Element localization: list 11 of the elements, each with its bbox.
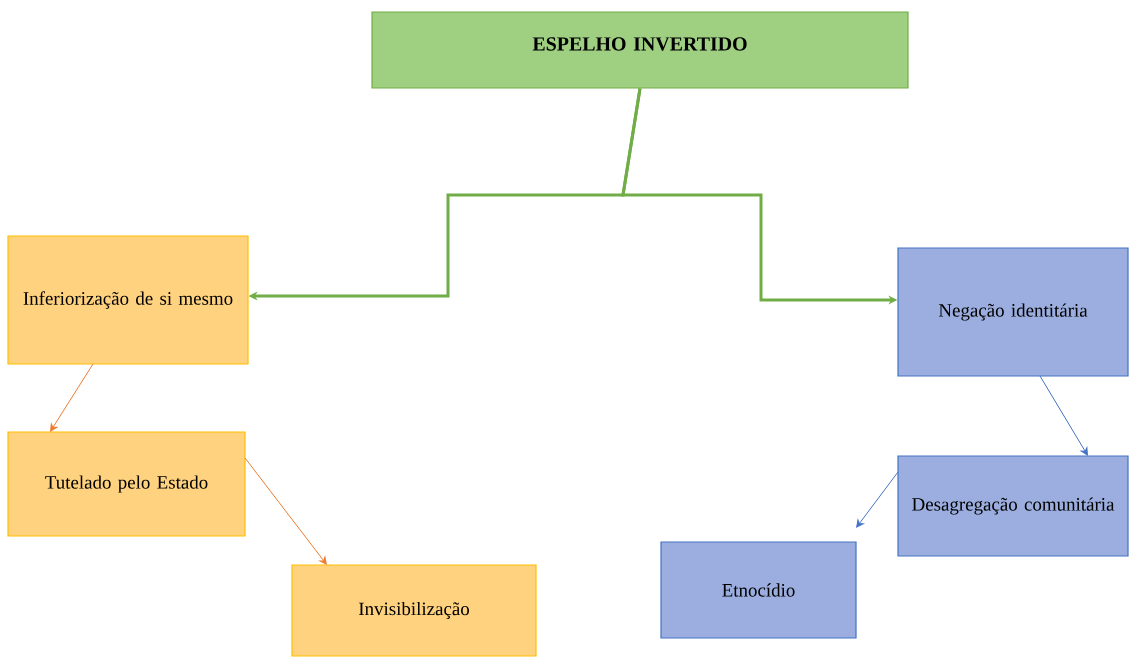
arrow xyxy=(856,471,899,528)
arrow xyxy=(50,363,94,432)
arrow xyxy=(1039,375,1088,456)
process-box: Invisibilização xyxy=(291,564,537,657)
process-box: Desagregação comunitária xyxy=(897,455,1129,557)
process-box: ESPELHO INVERTIDO xyxy=(371,11,909,89)
process-box: Inferiorização de si mesmo xyxy=(7,235,249,365)
process-box: Negação identitária xyxy=(897,247,1129,377)
process-box: Etnocídio xyxy=(660,541,857,639)
arrow xyxy=(244,457,327,565)
process-box: Tutelado pelo Estado xyxy=(7,431,246,537)
